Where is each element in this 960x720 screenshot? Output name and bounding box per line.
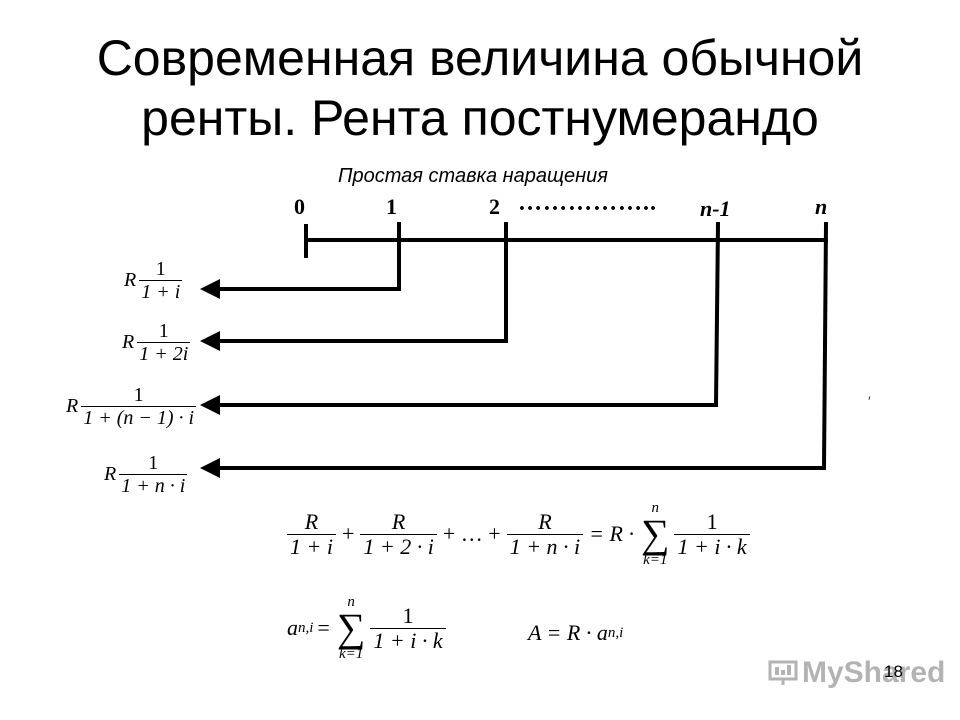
term3-numerator: R xyxy=(538,508,552,534)
factor-denominator: 1 + i · k xyxy=(370,627,446,653)
sigma-upper-limit: n xyxy=(651,500,659,516)
factor-subscript: n,i xyxy=(298,619,314,636)
flow-connector-1 xyxy=(216,222,401,291)
tick-label-n-1: n-1 xyxy=(700,196,731,221)
flow-numerator: 1 xyxy=(155,258,166,280)
presentation-icon xyxy=(768,660,798,685)
page-number: 18 xyxy=(884,662,903,681)
flow-connector-n-1 xyxy=(216,221,721,407)
tick-label-1: 1 xyxy=(386,194,397,219)
term1-denominator: 1 + i xyxy=(287,533,336,559)
flow-numerator: 1 xyxy=(158,320,169,342)
title-line-1: Современная величина обычной xyxy=(96,30,864,86)
present-value-subscript: n,i xyxy=(607,624,624,641)
term2-numerator: R xyxy=(391,508,406,534)
watermark-logo: MyShared xyxy=(768,656,945,690)
tick-label-0: 0 xyxy=(294,194,305,219)
sigma-symbol: n ∑ k=1 xyxy=(640,500,670,568)
plus-operator: + xyxy=(341,521,355,546)
term2-denominator: 1 + 2 · i xyxy=(360,533,437,559)
flow-coef: R xyxy=(122,331,135,353)
flow-coef: R xyxy=(66,395,79,417)
ellipsis-operator: + … + xyxy=(442,521,501,546)
term4-denominator: 1 + i · k xyxy=(674,533,750,559)
flow-coef: R xyxy=(124,269,137,291)
flow-denominator: 1 + 2i xyxy=(137,342,191,365)
flow-numerator: 1 xyxy=(148,452,159,474)
present-value-expression: A = R · a xyxy=(528,620,608,645)
slide-title: Современная величина обычной ренты. Рент… xyxy=(0,28,960,148)
sigma-symbol: n ∑ k=1 xyxy=(336,594,366,662)
sigma-lower-limit: k=1 xyxy=(643,552,668,568)
equals-operator: = R · xyxy=(589,521,634,546)
flow-denominator: 1 + (n − 1) · i xyxy=(81,406,197,429)
term4-numerator: 1 xyxy=(706,508,718,534)
sigma-lower-limit: k=1 xyxy=(338,646,364,662)
watermark-text: MyShared xyxy=(802,656,946,689)
term3-denominator: 1 + n · i xyxy=(506,533,584,559)
sigma-upper-limit: n xyxy=(347,594,355,610)
flow-connector-2 xyxy=(216,222,508,343)
flow-denominator: 1 + n · i xyxy=(119,474,188,497)
flow-connector-n xyxy=(216,221,829,470)
factor-symbol: a xyxy=(287,615,298,640)
arrowhead-1 xyxy=(200,279,220,299)
tick-label-2: 2 xyxy=(489,194,500,219)
factor-numerator: 1 xyxy=(402,602,414,628)
timeline-ellipsis: …………….. xyxy=(518,190,657,216)
title-line-2: ренты. Рента постнумерандо xyxy=(141,90,819,146)
term1-numerator: R xyxy=(304,508,319,534)
flow-coef: R xyxy=(104,463,117,485)
arrowhead-n-1 xyxy=(200,395,220,415)
flow-denominator: 1 + i xyxy=(139,280,183,303)
tick-label-n: n xyxy=(815,194,828,219)
equals-operator: = xyxy=(317,615,330,640)
flow-numerator: 1 xyxy=(133,384,144,406)
arrowhead-n xyxy=(200,458,220,478)
stray-mark: ′ xyxy=(868,393,871,409)
arrowhead-2 xyxy=(200,331,220,351)
diagram-subtitle: Простая ставка наращения xyxy=(338,165,608,187)
